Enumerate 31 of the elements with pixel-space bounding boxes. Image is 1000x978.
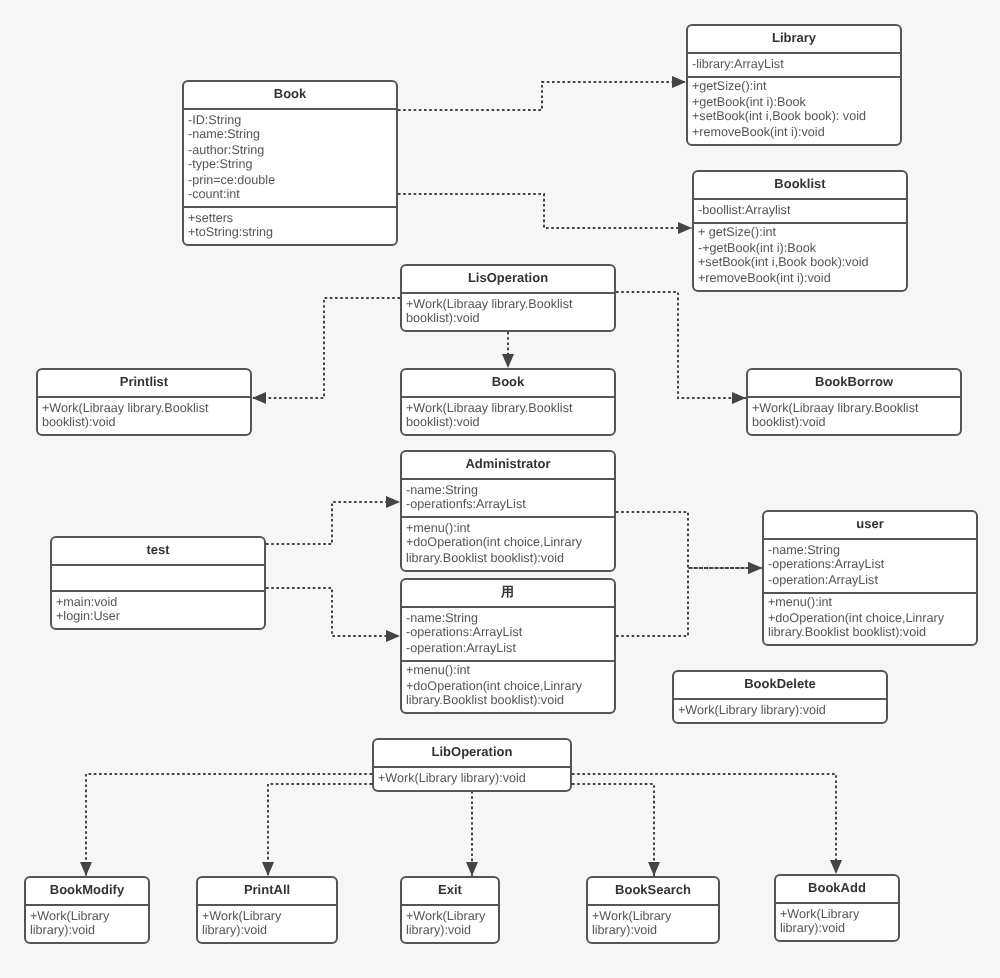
dependency-arrow xyxy=(397,76,687,111)
class-box xyxy=(400,876,500,944)
dependency-arrow xyxy=(397,193,693,234)
class-box xyxy=(24,876,150,944)
class-box xyxy=(746,368,962,436)
class-box xyxy=(400,450,616,571)
class-box xyxy=(672,670,888,723)
class-box xyxy=(36,368,252,436)
dependency-arrow xyxy=(80,773,373,877)
class-box xyxy=(692,170,908,291)
class-box xyxy=(400,264,616,332)
dependency-arrow xyxy=(571,783,660,877)
class-box xyxy=(774,874,900,942)
class-box xyxy=(400,368,616,436)
dependency-arrow xyxy=(615,562,763,637)
dependency-arrow xyxy=(265,496,401,545)
class-box xyxy=(762,510,978,646)
class-box xyxy=(196,876,338,944)
dependency-arrow xyxy=(262,783,373,877)
dependency-arrow xyxy=(615,291,747,404)
class-box xyxy=(586,876,720,944)
dependency-arrow xyxy=(466,790,478,877)
class-box xyxy=(686,24,902,145)
dependency-arrow xyxy=(251,297,401,404)
dependency-arrow xyxy=(265,587,401,642)
class-box xyxy=(400,578,616,714)
dependency-arrow xyxy=(502,331,514,369)
dependency-arrow xyxy=(571,773,842,875)
class-box xyxy=(50,536,266,630)
class-box xyxy=(372,738,572,791)
class-box xyxy=(182,80,398,246)
